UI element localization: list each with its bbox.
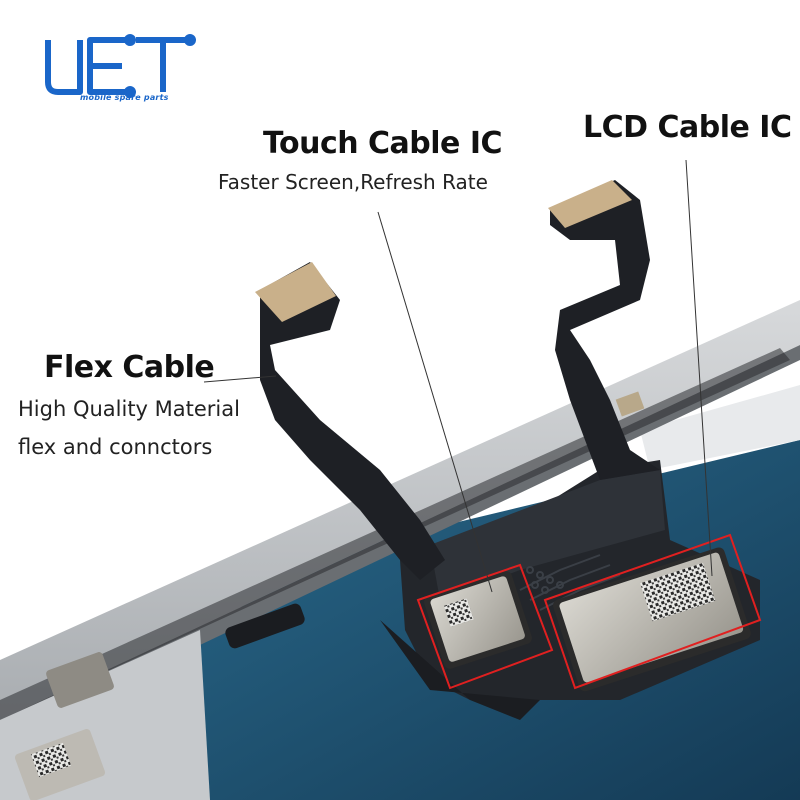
lcd-ic-chip [553,547,751,692]
lcd-ic-highlight [543,533,762,690]
flex-pointer-line [203,375,277,383]
touch-ic-chip [424,571,532,669]
screen-bezel [640,385,800,470]
flex-cable-desc-line2: flex and connctors [18,435,213,459]
flex-cable-title: Flex Cable [44,350,215,385]
flex-board-traces [519,554,621,611]
flex-cable-desc-line1: High Quality Material [18,397,240,421]
flex-cable-touch-contact [255,262,336,322]
logo-mark [45,34,196,98]
small-chip-qr [30,742,72,778]
lcd-pointer-line [685,159,713,577]
frame-clip-right [615,391,645,417]
lcd-ic-title: LCD Cable IC [583,110,792,145]
touch-ic-highlight [416,563,554,690]
flex-board-lower [380,620,540,720]
flex-board-shade [430,470,665,600]
logo-tagline: mobile spare parts [80,93,169,102]
flex-cable-touch [260,262,445,580]
touch-ic-subtitle: Faster Screen,Refresh Rate [218,170,488,194]
touch-ic-title: Touch Cable IC [263,126,503,161]
metal-clip-1 [46,652,114,708]
flex-cable-lcd [550,180,660,480]
touch-pointer-line [377,211,493,593]
flex-cable-lcd-contact [548,180,632,228]
black-connector [225,603,305,649]
